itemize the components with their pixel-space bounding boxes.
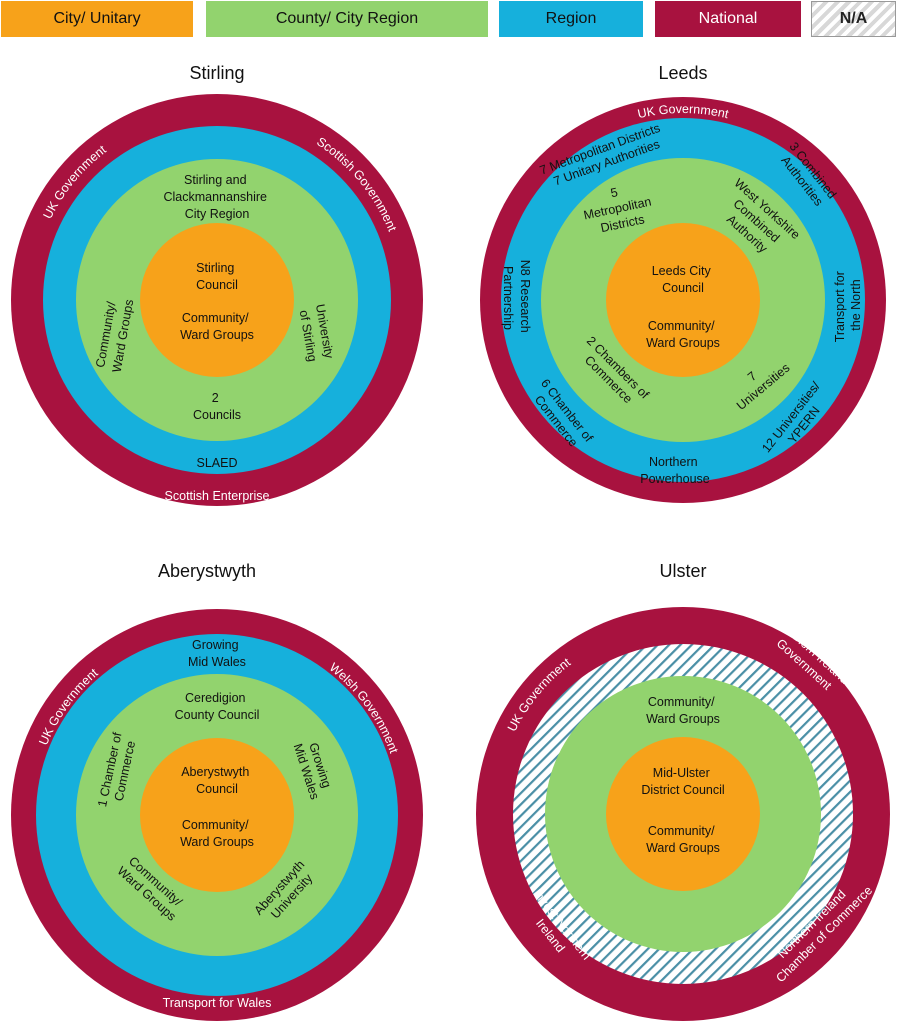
ulster-community-ward-groups-outer: Community/ Ward Groups (646, 695, 720, 726)
stirling-council: Stirling Council (196, 261, 238, 292)
aberystwyth-ward-groups: Community/ Ward Groups (180, 818, 254, 849)
leeds-ward-groups: Community/ Ward Groups (646, 319, 720, 350)
stirling-ward-groups: Community/ Ward Groups (180, 311, 254, 342)
stirling-slaed: SLAED (197, 456, 238, 470)
aberystwyth-title: Aberystwyth (158, 561, 256, 581)
legend-na: N/A (811, 1, 896, 37)
legend-region-label: Region (545, 10, 597, 27)
stirling-scottish-enterprise: Scottish Enterprise (165, 489, 270, 503)
ulster-ward-groups: Community/ Ward Groups (646, 824, 720, 855)
legend-county-city-region: County/ City Region (206, 1, 488, 37)
aberystwyth-growing-mid-wales-region: Growing Mid Wales (188, 638, 246, 669)
aberystwyth-ceredigion-council: Ceredigion County Council (175, 691, 260, 722)
ulster-district-council: Mid-Ulster District Council (641, 766, 724, 797)
leeds-transport-north: Transport for the North (833, 268, 863, 343)
leeds-title: Leeds (658, 63, 707, 83)
legend-city-label: City/ Unitary (53, 10, 141, 27)
legend-county-label: County/ City Region (275, 10, 419, 27)
ulster-title: Ulster (659, 561, 706, 581)
legend-national: National (655, 1, 801, 37)
legend-national-label: National (698, 10, 758, 27)
stirling-title: Stirling (189, 63, 244, 83)
legend-na-label: N/A (839, 10, 868, 27)
legend-region: Region (499, 1, 643, 37)
stirling-diagram: Stirling UK Government Scottish Governme… (11, 63, 423, 506)
aberystwyth-transport-wales: Transport for Wales (163, 996, 272, 1010)
svg-text:UK Government: UK Government (636, 102, 730, 121)
stirling-councils: 2 Councils (193, 391, 241, 422)
legend-city-unitary: City/ Unitary (1, 1, 193, 37)
stirling-city-core (140, 223, 294, 377)
leeds-uk-government: UK Government (636, 102, 730, 121)
aberystwyth-city-core (140, 738, 294, 892)
leeds-diagram: Leeds UK Government 7 Metropolitan Distr… (480, 63, 886, 503)
leeds-n8-research: N8 Research Partnership (501, 260, 532, 336)
stirling-city-region: Stirling and Clackmannanshire City Regio… (163, 173, 270, 221)
leeds-city-core (606, 223, 760, 377)
leeds-northern-powerhouse: Northern Powerhouse (640, 455, 710, 486)
aberystwyth-diagram: Aberystwyth UK Government Welsh Governme… (11, 561, 423, 1021)
ulster-city-core (606, 737, 760, 891)
aberystwyth-council: Aberystwyth Council (181, 765, 253, 796)
ulster-diagram: Ulster UK Government Northern Ireland Go… (476, 561, 890, 1021)
leeds-city-council: Leeds City Council (652, 264, 715, 295)
